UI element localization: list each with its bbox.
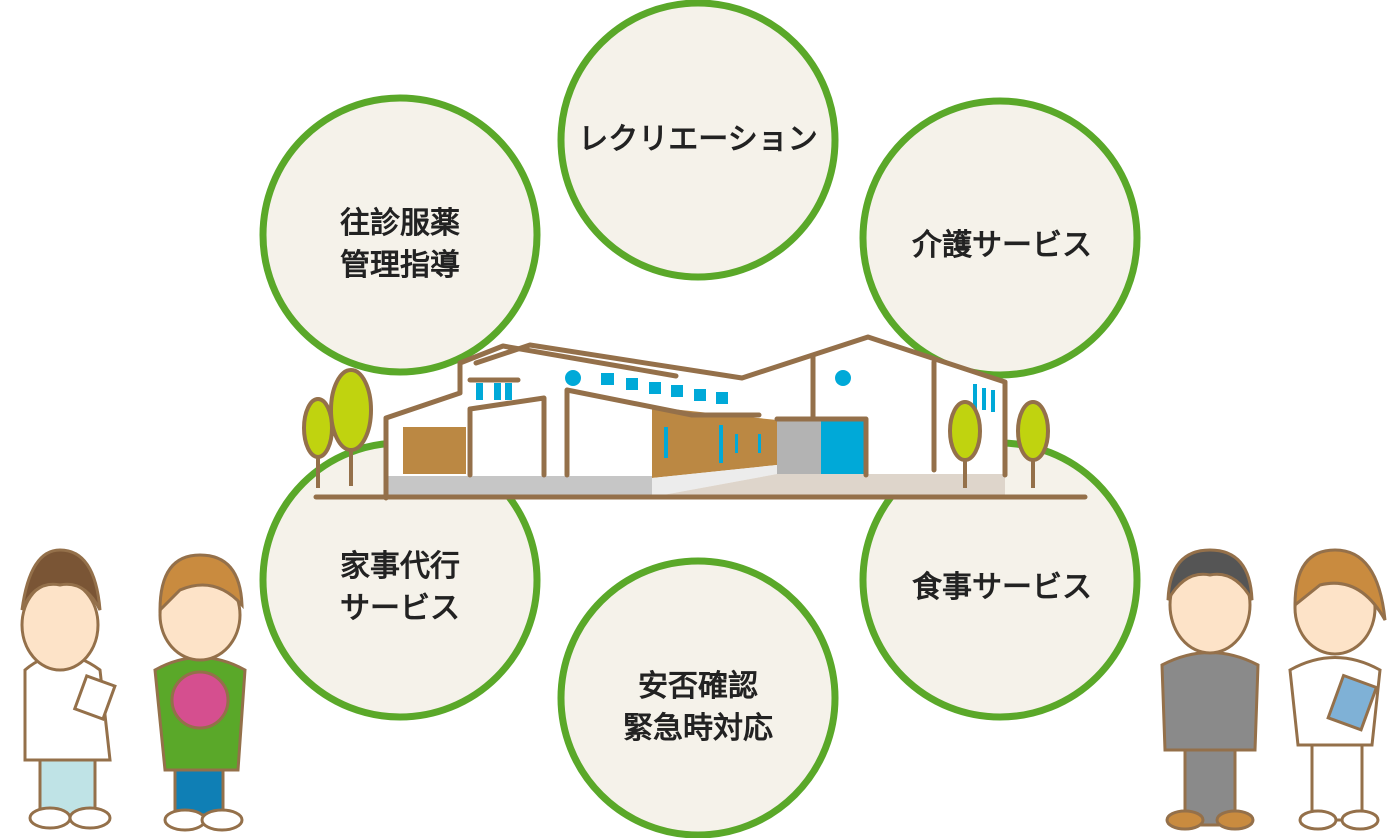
tree-icon: [948, 400, 982, 462]
label-line: 往診服薬: [340, 206, 460, 241]
doctor-illustration: [20, 548, 117, 830]
tree-icon: [1016, 400, 1050, 462]
label-line: 家事代行: [340, 549, 460, 584]
nurse-illustration: [1288, 548, 1387, 831]
service-label-housekeeping: 家事代行サービス: [280, 546, 520, 630]
circle-safety-emergency: [557, 557, 839, 838]
service-label-recreation: レクリエーション: [578, 119, 818, 161]
label-line: 安否確認: [638, 669, 758, 704]
label-line: 緊急時対応: [623, 711, 773, 746]
manager-illustration: [1160, 548, 1260, 831]
circle-recreation: [557, 0, 839, 281]
service-label-meal: 食事サービス: [882, 567, 1122, 609]
circle-home-visit-medication: [259, 94, 541, 376]
label-line: 介護サービス: [912, 228, 1092, 263]
circle-care: [859, 97, 1141, 379]
service-label-care: 介護サービス: [882, 225, 1122, 267]
caregiver-illustration: [153, 553, 247, 832]
tree-icon: [329, 368, 373, 452]
building-illustration: [302, 334, 1088, 501]
label-line: サービス: [340, 591, 460, 626]
service-label-safety-emergency: 安否確認緊急時対応: [578, 666, 818, 750]
label-line: レクリエーション: [578, 122, 818, 157]
label-line: 管理指導: [340, 248, 460, 283]
label-line: 食事サービス: [912, 570, 1092, 605]
tree-icon: [302, 397, 334, 459]
service-label-home-visit-medication: 往診服薬管理指導: [280, 203, 520, 287]
